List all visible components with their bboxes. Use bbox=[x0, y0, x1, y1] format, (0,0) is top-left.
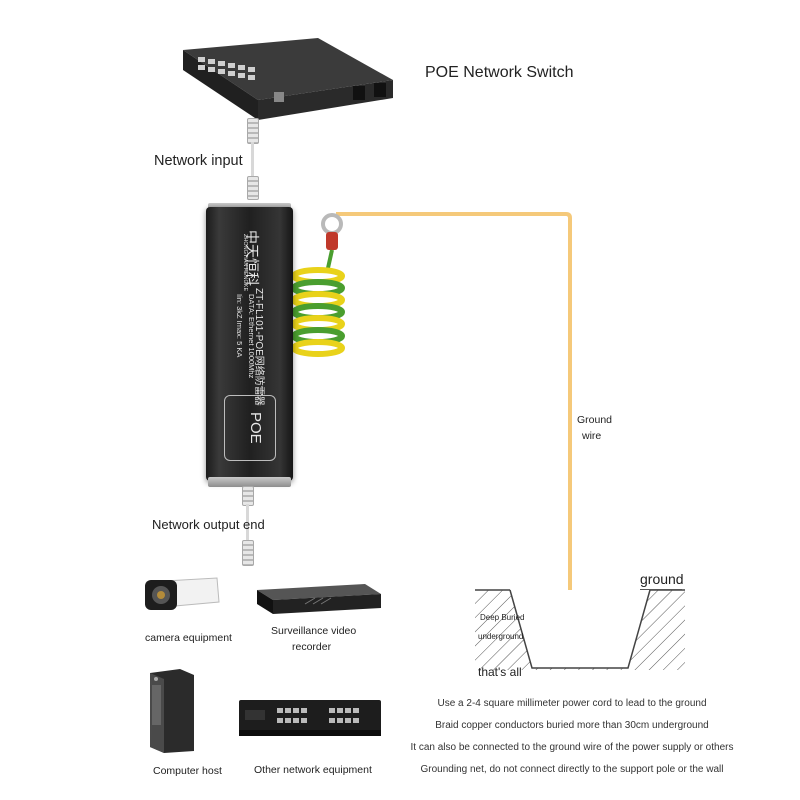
surge-protector-device bbox=[206, 207, 293, 481]
camera-label: camera equipment bbox=[145, 632, 232, 644]
device-badge-frame bbox=[224, 395, 276, 461]
input-rj45-plug bbox=[247, 176, 259, 200]
note-3: It can also be connected to the ground w… bbox=[410, 742, 734, 753]
note-4: Grounding net, do not connect directly t… bbox=[420, 764, 724, 775]
ground-label: ground bbox=[640, 571, 684, 587]
note-1: Use a 2-4 square millimeter power cord t… bbox=[437, 698, 707, 709]
ground-wire-label-line1: Ground bbox=[577, 414, 613, 426]
device-badge-text: POE bbox=[247, 412, 264, 444]
other-equipment-label: Other network equipment bbox=[254, 764, 372, 776]
device-brand-en: ZHONGTIAN HENGKE bbox=[242, 234, 248, 292]
network-output-label: Network output end bbox=[152, 517, 265, 532]
nvr-label-line2: recorder bbox=[292, 641, 332, 653]
device-bottom-cap bbox=[208, 477, 291, 487]
device-spec-data: DATA: Ethernet 1000Mhz bbox=[247, 294, 256, 379]
note-2: Braid copper conductors buried more than… bbox=[435, 720, 709, 731]
input-cable bbox=[251, 142, 254, 178]
output-rj45-connector bbox=[242, 540, 254, 566]
nvr-label-line1: Surveillance video bbox=[271, 625, 357, 637]
switch-label: POE Network Switch bbox=[425, 64, 574, 81]
deep-buried-label: Deep Buried bbox=[480, 613, 525, 622]
output-cable bbox=[246, 504, 249, 540]
thats-all-label: that's all bbox=[478, 665, 522, 679]
underground-label: underground bbox=[478, 632, 524, 641]
ground-underline bbox=[640, 589, 682, 590]
output-rj45-plug bbox=[242, 486, 254, 506]
device-spec-current: Iin: 3kZ Imax: 5 KA bbox=[235, 294, 244, 358]
ground-wire-label-line2: wire bbox=[582, 430, 602, 442]
network-input-label: Network input bbox=[154, 153, 243, 169]
computer-label: Computer host bbox=[153, 765, 222, 777]
